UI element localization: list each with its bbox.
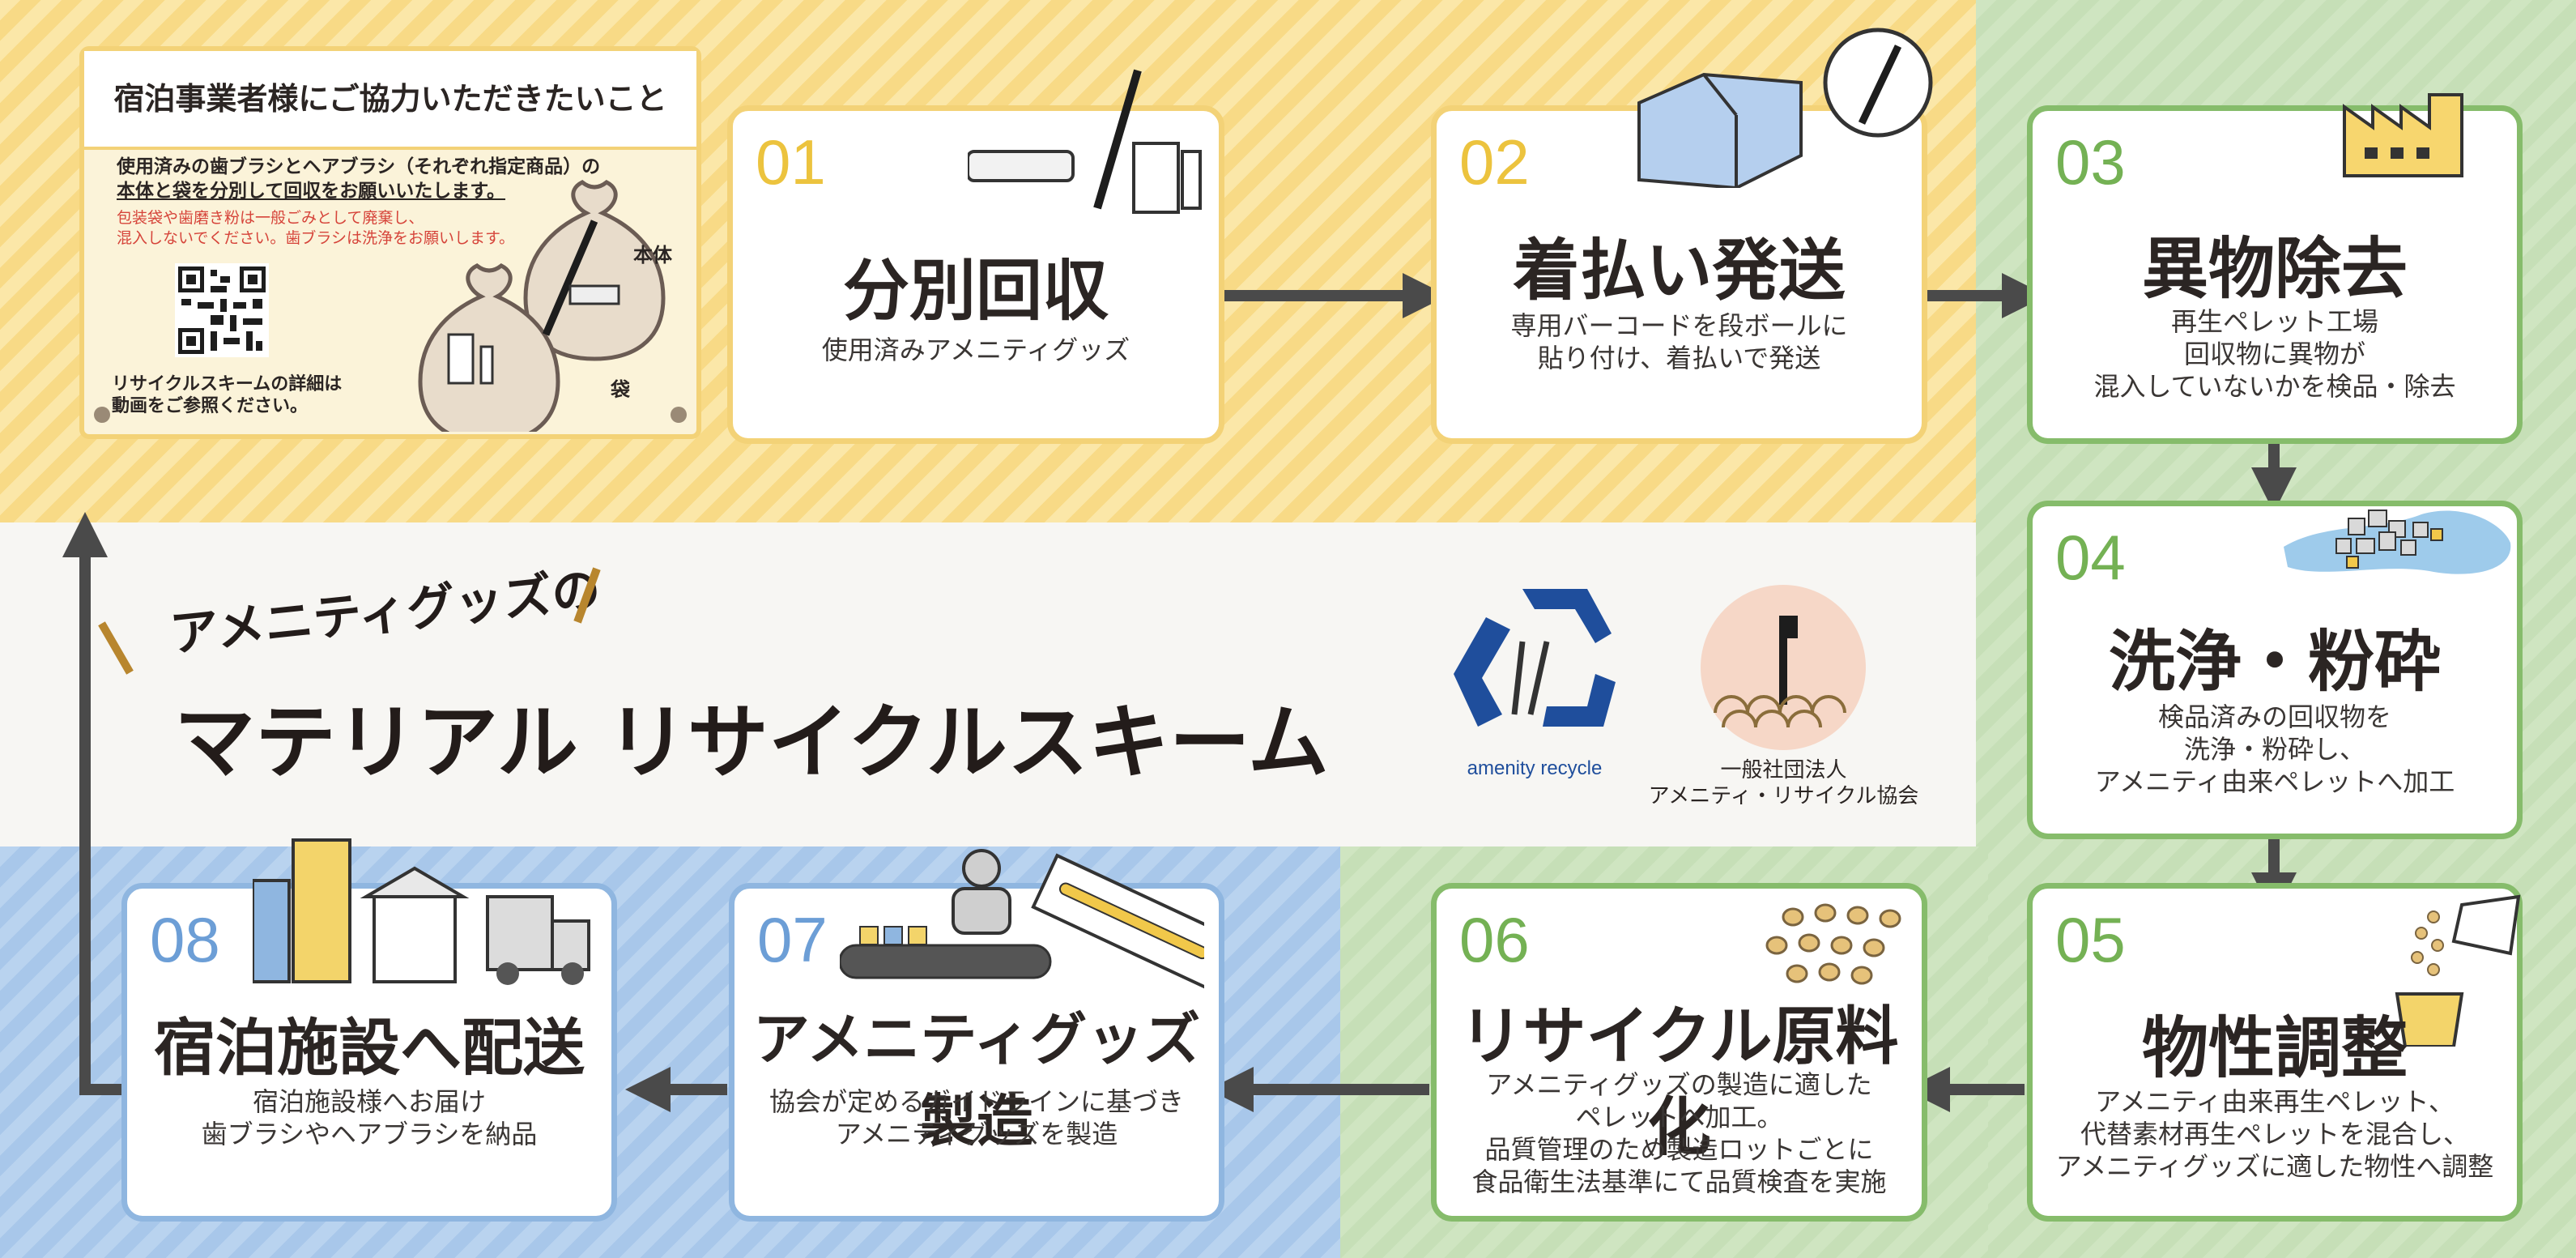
step-06-card: 06 リサイクル原料化 アメニティグッズの製造に適したペレットへ加工。品質管理の… [1431, 883, 1927, 1222]
step-description: 再生ペレット工場回収物に異物が混入していないかを検品・除去 [2033, 305, 2517, 403]
conveyor-belt-icon [840, 945, 1050, 978]
step-title: 宿泊施設へ配送 [127, 998, 611, 1087]
step-description: 協会が定めるガイドラインに基づきアメニティグッズを製造 [734, 1085, 1219, 1150]
qr-caption: リサイクルスキームの詳細は 動画をご参照ください。 [112, 373, 342, 417]
amenity-goods-illustration [968, 62, 1211, 216]
ryokan-icon [366, 868, 463, 897]
hotel-request-notice: 宿泊事業者様にご協力いただきたいこと 使用済みの歯ブラシとヘアブラシ（それぞれ指… [79, 46, 701, 439]
toothpaste-icon [481, 347, 492, 383]
worker-icon [964, 851, 999, 886]
headline-title: マテリアル リサイクルスキーム [174, 676, 1329, 794]
step-number: 03 [2055, 126, 2126, 199]
bag-body-label: 本体 [633, 239, 672, 267]
shipping-box-illustration [1631, 26, 1947, 188]
notice-heading: 宿泊事業者様にご協力いただきたいこと [84, 51, 696, 150]
step-number: 06 [1459, 903, 1530, 977]
building-icon [253, 881, 289, 982]
amenity-recycle-logo [1446, 585, 1624, 747]
collection-bags-illustration [400, 173, 692, 432]
pellets-icon [1761, 901, 1914, 990]
qr-code[interactable] [175, 263, 269, 357]
step-07-card: 07 アメニティグッズ製造 協会が定めるガイドラインに基づきアメニティグッズを製… [729, 883, 1224, 1222]
step-08-card: 08 宿泊施設へ配送 宿泊施設様へお届け歯ブラシやヘアブラシを納品 [121, 883, 617, 1222]
step-description: アメニティ由来再生ペレット、代替素材再生ペレットを混合し、アメニティグッズに適し… [2033, 1085, 2517, 1183]
cardboard-box-icon [1639, 75, 1801, 188]
step-description: 使用済みアメニティグッズ [733, 334, 1219, 366]
factory-icon [2340, 91, 2470, 180]
pouring-cup-icon [2454, 897, 2519, 953]
step-title: 分別回収 [733, 237, 1219, 333]
step-02-card: 02 着払い発送 専用バーコードを段ボールに貼り付け、着払いで発送 [1431, 105, 1927, 444]
amenity-recycle-logotype: amenity recycle [1446, 757, 1624, 780]
hairbrush-icon [1531, 642, 1547, 714]
packaged-toothbrush-icon [1033, 855, 1204, 989]
step-04-card: 04 洗浄・粉砕 検品済みの回収物を洗浄・粉砕し、アメニティ由来ペレットへ加工 [2027, 501, 2523, 839]
step-description: 専用バーコードを段ボールに貼り付け、着払いで発送 [1437, 309, 1922, 374]
bag-wrapper-label: 袋 [611, 373, 630, 402]
step-number: 07 [757, 903, 828, 977]
truck-icon [488, 897, 552, 970]
step-description: 宿泊施設様へお届け歯ブラシやヘアブラシを納品 [127, 1085, 611, 1150]
toothbrush-icon [1097, 70, 1138, 208]
hairbrush-icon [570, 286, 619, 304]
step-title: 洗浄・粉砕 [2033, 608, 2517, 704]
step-description: 検品済みの回収物を洗浄・粉砕し、アメニティ由来ペレットへ加工 [2033, 701, 2517, 798]
hotel-building-icon [293, 840, 350, 982]
toothpaste-icon [1182, 151, 1200, 208]
toothbrush-icon [1514, 642, 1522, 714]
arrow-08-notice [85, 535, 121, 1090]
step-number: 04 [2055, 521, 2126, 595]
manufacturing-illustration [840, 836, 1204, 990]
association-name: 一般社団法人 アメニティ・リサイクル協会 [1636, 757, 1931, 809]
association-emblem [1699, 583, 1867, 752]
hairbrush-icon [968, 151, 1073, 181]
step-title: 物性調整 [2033, 994, 2517, 1090]
delivery-illustration [253, 832, 609, 986]
step-number: 05 [2055, 903, 2126, 977]
step-title: 着払い発送 [1437, 216, 1922, 313]
packaging-icon [1134, 143, 1178, 212]
packaging-icon [449, 335, 473, 383]
screw-icon [94, 407, 110, 423]
step-05-card: 05 物性調整 アメニティ由来再生ペレット、代替素材再生ペレットを混合し、アメニ… [2027, 883, 2523, 1222]
step-number: 01 [756, 126, 826, 199]
step-number: 08 [150, 903, 220, 977]
step-03-card: 03 異物除去 再生ペレット工場回収物に異物が混入していないかを検品・除去 [2027, 105, 2523, 444]
step-description: アメニティグッズの製造に適したペレットへ加工。品質管理のため製造ロットごとに食品… [1437, 1068, 1922, 1198]
crushed-flakes-illustration [2276, 482, 2519, 603]
step-number: 02 [1459, 126, 1530, 199]
step-title: 異物除去 [2033, 215, 2517, 311]
step-01-card: 01 分別回収 使用済みアメニティグッズ [727, 105, 1224, 444]
